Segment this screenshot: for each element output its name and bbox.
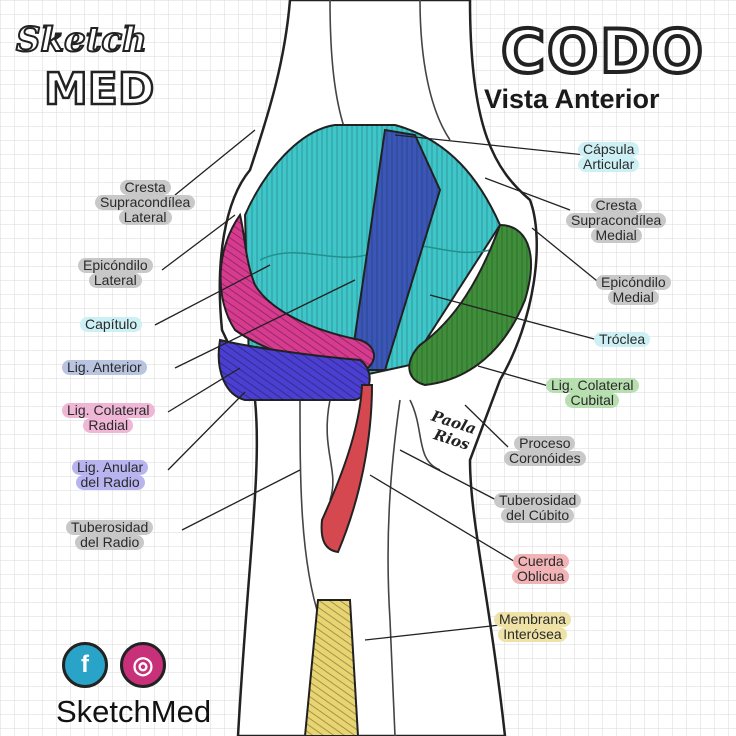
brand-name: SketchMed: [56, 694, 212, 729]
label-line: Membrana: [494, 612, 571, 627]
instagram-glyph: ◎: [132, 651, 154, 679]
label-line: Coronóides: [504, 451, 586, 466]
label-line: Capítulo: [80, 317, 143, 332]
label-line: Oblicua: [512, 569, 570, 584]
facebook-icon[interactable]: f: [62, 642, 108, 688]
label-line: Tuberosidad: [494, 493, 582, 508]
label-line: Tróclea: [594, 332, 651, 347]
label-line: Epicóndilo: [78, 258, 153, 273]
label-line: Medial: [607, 290, 659, 305]
label-capitulo: Capítulo: [80, 317, 143, 332]
facebook-glyph: f: [81, 651, 89, 678]
logo-med-text: MED: [43, 63, 156, 117]
page-title: CODO: [499, 17, 705, 87]
label-lig-anterior: Lig. Anterior: [62, 360, 147, 375]
label-line: Lateral: [88, 273, 142, 288]
label-line: del Radio: [75, 475, 145, 490]
label-line: Radial: [83, 418, 134, 433]
label-line: Lateral: [118, 210, 172, 225]
label-line: Epicóndilo: [596, 275, 671, 290]
label-line: Interósea: [498, 627, 567, 642]
label-line: Cubital: [565, 393, 620, 408]
label-line: Lig. Anular: [72, 460, 149, 475]
label-line: Lig. Colateral: [62, 403, 155, 418]
bone-contours: [299, 0, 451, 736]
label-line: Cuerda: [512, 554, 569, 569]
instagram-icon[interactable]: ◎: [120, 642, 166, 688]
logo-sketch-text: Sketch: [15, 19, 148, 61]
label-line: Medial: [590, 228, 642, 243]
label-line: Tuberosidad: [66, 520, 154, 535]
label-line: del Cúbito: [501, 508, 575, 523]
oblique-cord-shape: [320, 384, 374, 554]
label-line: del Radio: [75, 535, 145, 550]
label-line: Lig. Colateral: [546, 378, 639, 393]
label-line: Cresta: [119, 180, 171, 195]
label-line: Cresta: [590, 198, 642, 213]
label-line: Lig. Anterior: [62, 360, 147, 375]
label-troclea: Tróclea: [594, 332, 651, 347]
page-subtitle: Vista Anterior: [484, 84, 660, 114]
leader-lines: [154, 129, 603, 641]
label-line: Supracondílea: [566, 213, 667, 228]
label-line: Proceso: [514, 436, 576, 451]
label-line: Articular: [578, 157, 640, 172]
label-line: Cápsula: [578, 142, 640, 157]
label-line: Supracondílea: [95, 195, 196, 210]
